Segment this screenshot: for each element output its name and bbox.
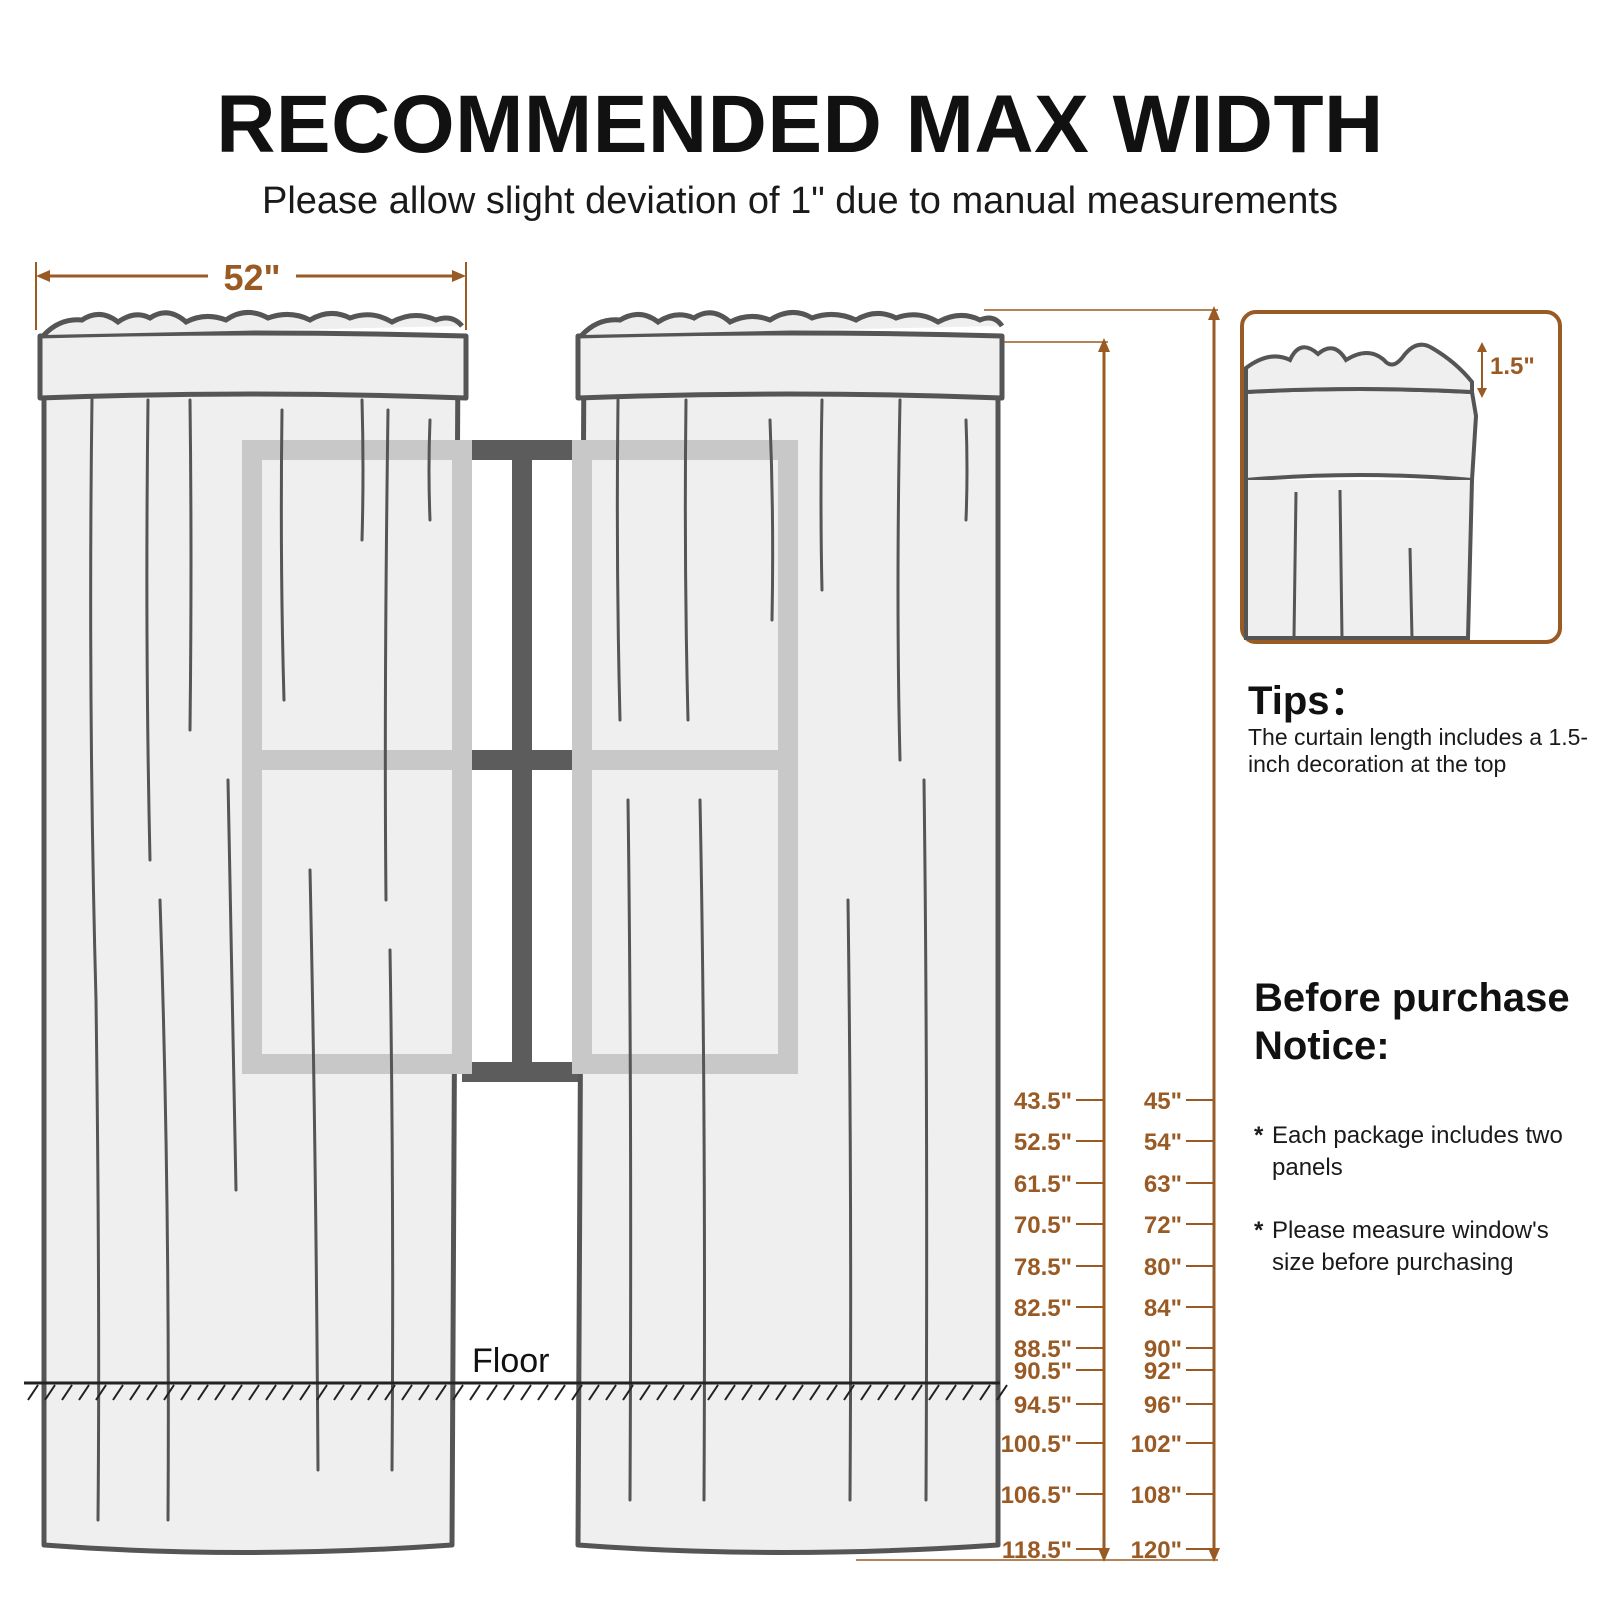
length-label-without-header: 61.5" (1014, 1171, 1072, 1198)
length-label-with-header: 108" (1131, 1482, 1182, 1509)
length-label-without-header: 82.5" (1014, 1295, 1072, 1322)
length-label-without-header: 118.5" (1002, 1537, 1072, 1564)
page-title: RECOMMENDED MAX WIDTH (216, 79, 1384, 170)
left-curtain-panel (37, 310, 472, 1555)
width-dimension: 52" (35, 257, 467, 330)
length-label-with-header: 96" (1144, 1392, 1182, 1419)
bullet-star: * (1254, 1217, 1264, 1244)
length-label-without-header: 78.5" (1014, 1254, 1072, 1281)
length-label-with-header: 54" (1144, 1129, 1182, 1156)
notice-title: Before purchase Notice: (1254, 976, 1570, 1068)
length-label-with-header: 92" (1144, 1358, 1182, 1385)
notice-item-text: Each package includes two panels (1272, 1122, 1563, 1181)
length-label-without-header: 90.5" (1014, 1358, 1072, 1385)
length-label-with-header: 72" (1144, 1212, 1182, 1239)
length-label-with-header: 45" (1144, 1088, 1182, 1115)
length-label-without-header: 43.5" (1014, 1088, 1072, 1115)
notice-item-text: Please measure window's size before purc… (1272, 1217, 1549, 1276)
decoration-label: 1.5" (1490, 353, 1535, 380)
right-curtain-panel (572, 310, 1005, 1555)
bullet-star: * (1254, 1122, 1264, 1149)
length-label-with-header: 80" (1144, 1254, 1182, 1281)
length-label-with-header: 90" (1144, 1336, 1182, 1363)
length-label-with-header: 120" (1131, 1537, 1182, 1564)
length-label-with-header: 63" (1144, 1171, 1182, 1198)
notice-item: * Each package includes two panels (1254, 1120, 1594, 1184)
length-label-without-header: 88.5" (1014, 1336, 1072, 1363)
length-label-without-header: 106.5" (1001, 1482, 1072, 1509)
window-frame (462, 440, 580, 1082)
notice-item: * Please measure window's size before pu… (1254, 1215, 1594, 1279)
length-label-without-header: 70.5" (1014, 1212, 1072, 1239)
length-ticks: 43.5" 45" 52.5" 54" 61.5" 63" 70.5" 72" 78.5" 80"… (1001, 1088, 1214, 1564)
floor-line (24, 1381, 1008, 1401)
length-label-without-header: 94.5" (1014, 1392, 1072, 1419)
header-detail-box: 1.5" (1240, 310, 1562, 644)
tips-title: Tips： (1248, 679, 1370, 723)
floor-label: Floor (472, 1342, 550, 1380)
length-label-without-header: 52.5" (1014, 1129, 1072, 1156)
length-label-with-header: 102" (1131, 1431, 1182, 1458)
length-label-without-header: 100.5" (1001, 1431, 1072, 1458)
tips-text: The curtain length includes a 1.5-inch d… (1248, 724, 1589, 777)
length-label-with-header: 84" (1144, 1295, 1182, 1322)
page-subtitle: Please allow slight deviation of 1" due … (262, 180, 1338, 222)
width-label: 52" (223, 257, 280, 298)
